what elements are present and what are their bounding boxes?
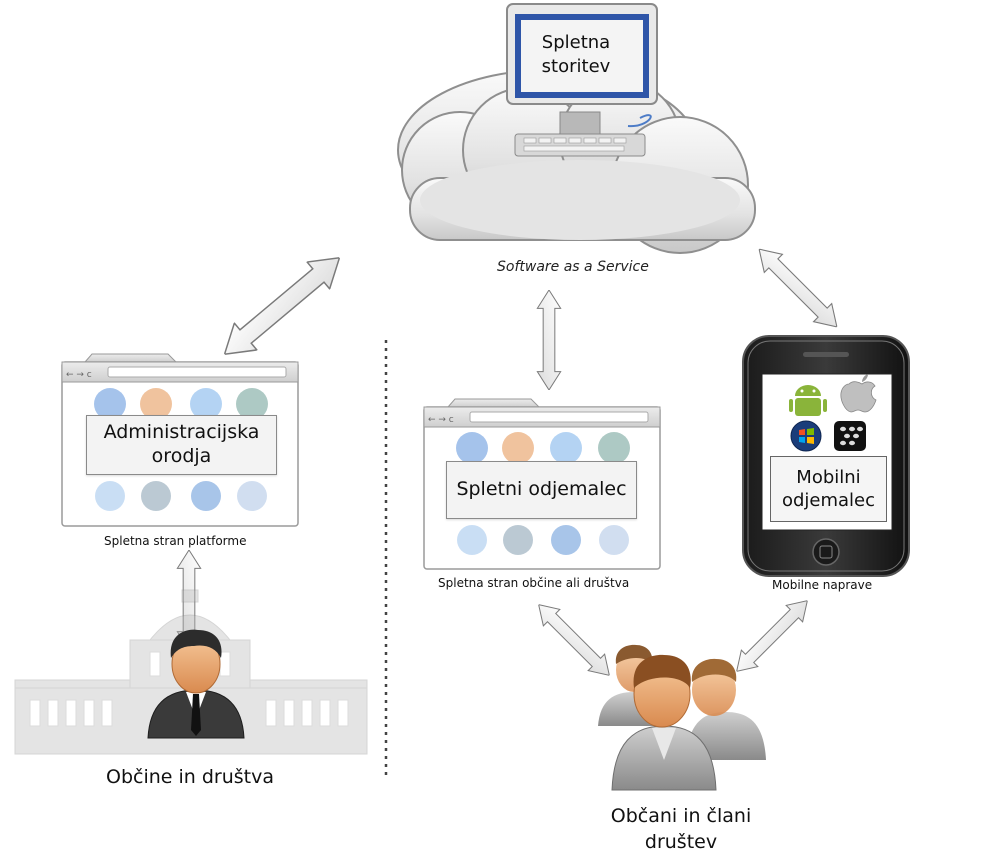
mobile-client-label-line2: odjemalec	[781, 490, 876, 511]
cloud-icon	[397, 69, 756, 254]
svg-text:← → c: ← → c	[66, 370, 92, 380]
mobile-client-caption: Mobilne naprave	[772, 578, 873, 592]
svg-text:← → c: ← → c	[428, 415, 454, 425]
mobile-client-label-line1: Mobilni	[796, 466, 861, 488]
windows-icon	[790, 420, 822, 452]
citizens-label-line1: Občani in člani	[610, 805, 752, 827]
mobile-client-box: Mobilni odjemalec	[770, 456, 887, 522]
monitor-icon	[506, 3, 658, 157]
citizens-label: Občani in člani društev	[606, 804, 756, 855]
blackberry-icon	[834, 421, 866, 451]
web-service-label-line2: storitev	[541, 56, 611, 77]
web-service-label-line1: Spletna	[541, 31, 611, 53]
web-client-label: Spletni odjemalec	[456, 478, 627, 501]
municipalities-label: Občine in društva	[106, 766, 275, 788]
saas-caption: Software as a Service	[497, 259, 649, 275]
web-service-label: Spletna storitev	[519, 22, 633, 88]
admin-tools-caption: Spletna stran platforme	[104, 534, 247, 548]
android-icon	[789, 385, 827, 416]
web-client-caption: Spletna stran občine ali društva	[438, 576, 630, 590]
admin-tools-label-line1: Administracijska	[103, 421, 260, 444]
businessman-icon	[147, 629, 245, 739]
web-client-box: Spletni odjemalec	[446, 461, 637, 519]
citizens-label-line2: društev	[644, 830, 718, 853]
admin-tools-box: Administracijska orodja	[86, 415, 277, 475]
admin-tools-label-line2: orodja	[151, 445, 212, 467]
apple-icon	[840, 374, 877, 413]
people-group-icon	[598, 644, 766, 791]
